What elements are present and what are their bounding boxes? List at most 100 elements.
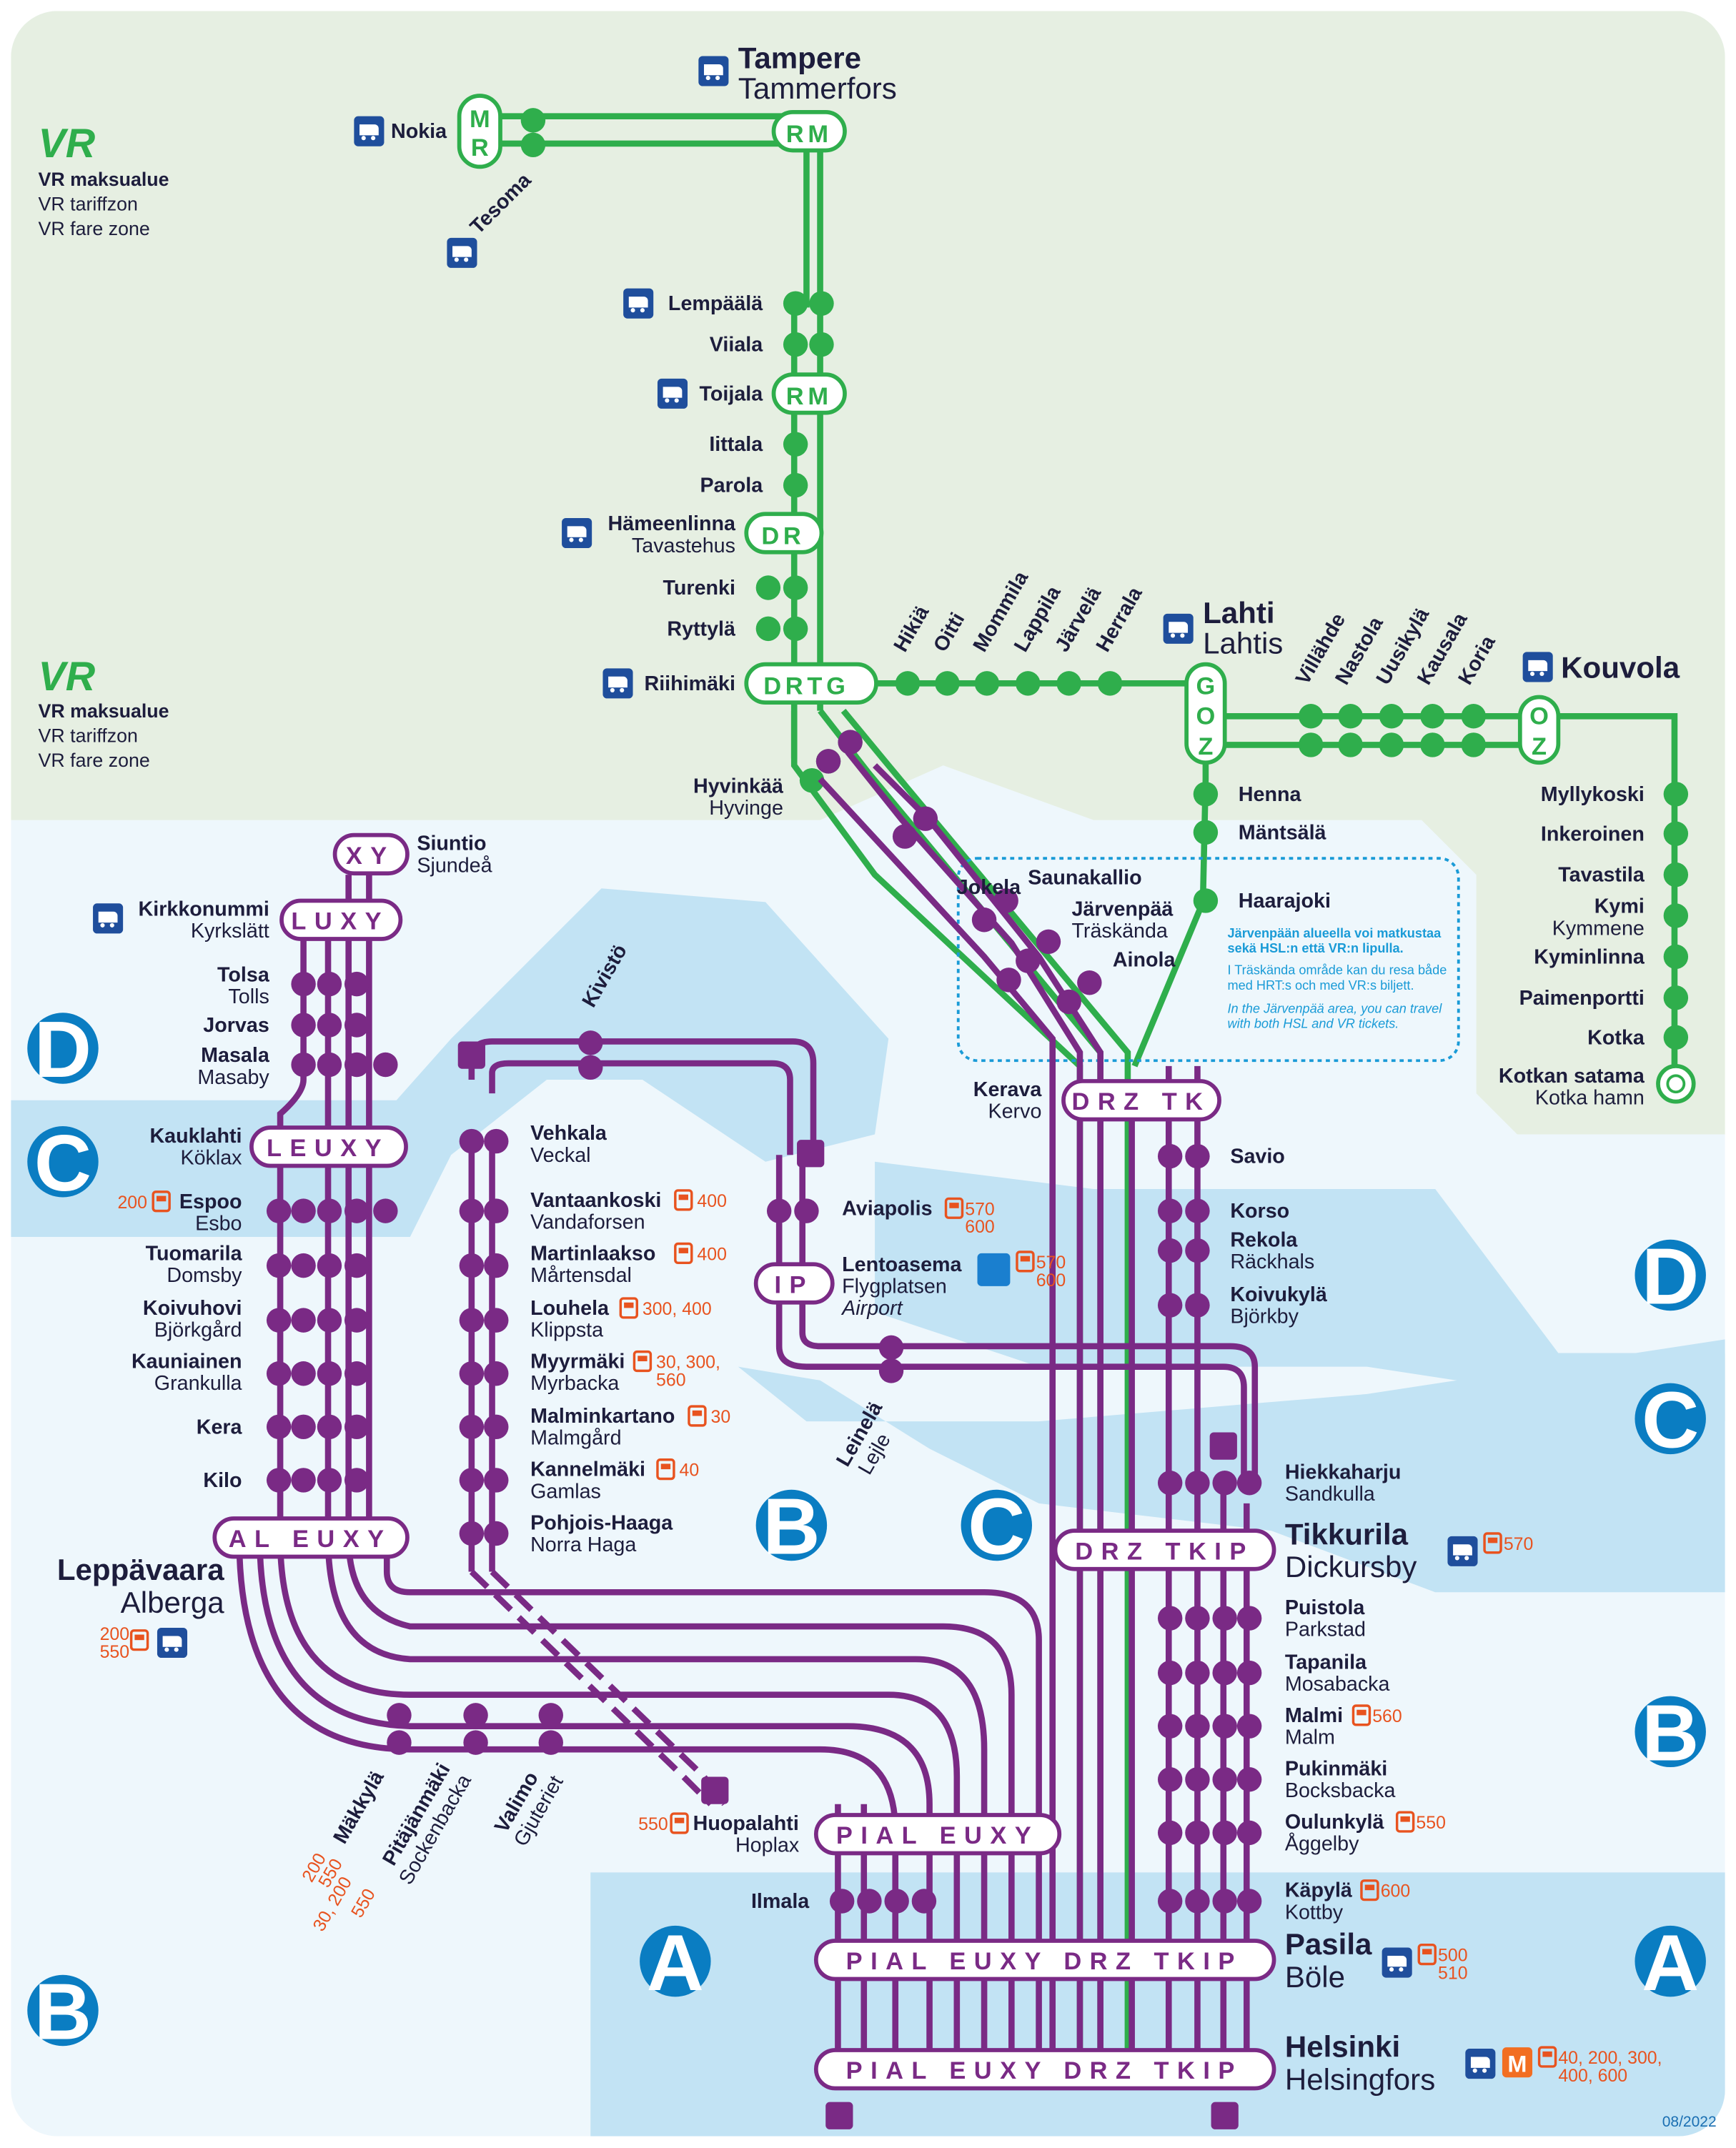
svg-text:LUXY: LUXY (291, 908, 390, 935)
svg-text:M: M (470, 106, 490, 133)
svg-text:D: D (1642, 1233, 1699, 1321)
svg-text:Rekola: Rekola (1230, 1228, 1298, 1251)
svg-text:Domsby: Domsby (167, 1264, 242, 1287)
svg-text:Lentoasema: Lentoasema (842, 1253, 962, 1276)
kotkan-satama-terminus (1656, 1064, 1696, 1104)
zone-b-marker (1635, 1696, 1706, 1768)
svg-text:LEUXY: LEUXY (267, 1135, 390, 1162)
train-icon (657, 378, 688, 409)
svg-text:200: 200 (117, 1193, 147, 1213)
svg-text:Pohjois-Haaga: Pohjois-Haaga (530, 1511, 673, 1534)
svg-text:600: 600 (1381, 1881, 1410, 1901)
svg-text:Riihimäki: Riihimäki (644, 672, 735, 695)
svg-text:DRZ TK: DRZ TK (1072, 1088, 1211, 1115)
airport-transfer-icons (457, 1041, 1239, 2129)
svg-text:Saunakallio: Saunakallio (1028, 867, 1141, 890)
svg-text:Vandaforsen: Vandaforsen (530, 1210, 645, 1233)
svg-text:VR maksualue: VR maksualue (39, 169, 169, 190)
svg-text:Malm: Malm (1285, 1726, 1335, 1749)
svg-text:600: 600 (1036, 1271, 1066, 1291)
svg-text:Masala: Masala (201, 1044, 270, 1067)
zone-a-marker (1635, 1925, 1706, 1997)
svg-text:Tolsa: Tolsa (217, 963, 270, 986)
svg-text:DR: DR (761, 522, 805, 550)
svg-text:IP: IP (774, 1271, 813, 1298)
svg-text:Kymmene: Kymmene (1552, 917, 1645, 940)
svg-text:Vantaankoski: Vantaankoski (530, 1189, 661, 1212)
zone-a-marker (640, 1925, 711, 1997)
svg-text:30: 30 (711, 1407, 731, 1427)
svg-text:Hyvinge: Hyvinge (709, 797, 783, 820)
svg-text:Helsinki: Helsinki (1285, 2030, 1400, 2064)
svg-text:Z: Z (1532, 733, 1547, 760)
vr-stations (457, 94, 1561, 765)
svg-text:Kera: Kera (197, 1416, 243, 1438)
svg-text:Räckhals: Räckhals (1230, 1250, 1314, 1273)
svg-text:VR tariffzon: VR tariffzon (39, 725, 138, 747)
svg-text:Björkby: Björkby (1230, 1305, 1299, 1328)
zone-c-marker (1635, 1383, 1706, 1455)
airport-train-icon (1209, 1432, 1237, 1460)
vr-legend: VR VR maksualue VR tariffzon VR fare zon… (39, 654, 169, 771)
svg-text:Nokia: Nokia (391, 120, 447, 143)
vr-logo: VR (39, 121, 96, 166)
metro-icon (1502, 2047, 1533, 2078)
svg-text:Alberga: Alberga (121, 1586, 225, 1619)
svg-text:Lahti: Lahti (1203, 596, 1274, 630)
svg-text:550: 550 (100, 1642, 129, 1662)
svg-text:O: O (1529, 703, 1549, 730)
svg-text:Leppävaara: Leppävaara (57, 1553, 224, 1586)
svg-text:PIAL EUXY: PIAL EUXY (836, 1822, 1039, 1849)
svg-text:550: 550 (638, 1814, 668, 1834)
zone-d-marker (1635, 1239, 1706, 1311)
airplane-icon (977, 1253, 1011, 1286)
svg-text:Tavastehus: Tavastehus (632, 534, 735, 557)
map-date: 08/2022 (1662, 2114, 1717, 2130)
svg-text:Veckal: Veckal (530, 1144, 590, 1167)
svg-text:AL EUXY: AL EUXY (229, 1526, 392, 1553)
svg-text:VR tariffzon: VR tariffzon (39, 194, 138, 215)
zone-c-marker (27, 1126, 99, 1198)
svg-text:Pasila: Pasila (1285, 1927, 1372, 1961)
svg-text:C: C (34, 1119, 91, 1208)
svg-text:Kymi: Kymi (1594, 895, 1645, 918)
svg-text:510: 510 (1438, 1964, 1467, 1984)
svg-text:Z: Z (1198, 733, 1213, 760)
svg-text:Myrbacka: Myrbacka (530, 1372, 619, 1395)
svg-text:200: 200 (100, 1624, 129, 1644)
svg-text:Tampere: Tampere (738, 41, 861, 75)
svg-text:DRZ TKIP: DRZ TKIP (1075, 1538, 1254, 1565)
svg-text:Tuomarila: Tuomarila (146, 1242, 243, 1265)
svg-text:Flygplatsen: Flygplatsen (842, 1275, 947, 1298)
train-icon (1163, 613, 1194, 644)
svg-text:A: A (1642, 1919, 1699, 2007)
svg-text:Kannelmäki: Kannelmäki (530, 1458, 645, 1481)
svg-text:RM: RM (786, 383, 833, 410)
svg-text:570: 570 (965, 1199, 994, 1219)
jarvenpaa-shared-area (956, 857, 1460, 1063)
svg-text:Iittala: Iittala (709, 433, 763, 456)
svg-text:Kotka: Kotka (1587, 1026, 1645, 1049)
svg-text:Haarajoki: Haarajoki (1239, 890, 1331, 913)
svg-text:C: C (1642, 1376, 1699, 1465)
svg-text:Myllykoski: Myllykoski (1541, 783, 1645, 806)
svg-text:Kotkan satama: Kotkan satama (1499, 1065, 1645, 1088)
svg-text:400: 400 (697, 1191, 726, 1211)
svg-text:Kilo: Kilo (203, 1469, 242, 1492)
svg-text:VR fare zone: VR fare zone (39, 750, 150, 771)
svg-text:40: 40 (680, 1461, 700, 1481)
jarvenpaa-note: Järvenpään alueella voi matkustaa sekä H… (1228, 926, 1447, 1030)
svg-text:Airport: Airport (840, 1297, 903, 1320)
vr-station-codes: M R RM RM DR DRTG G O Z O Z (470, 106, 1549, 760)
svg-text:I Träskända område kan du resa: I Träskända område kan du resa både (1228, 963, 1447, 978)
svg-text:Inkeroinen: Inkeroinen (1541, 822, 1645, 845)
svg-text:Martinlaakso: Martinlaakso (530, 1242, 655, 1265)
svg-text:with both HSL and VR tickets.: with both HSL and VR tickets. (1228, 1016, 1399, 1030)
hsl-station-codes: XY LUXY LEUXY AL EUXY DRZ TK DRZ TKIP IP… (229, 842, 1254, 2084)
train-icon (623, 288, 654, 319)
svg-text:Dickursby: Dickursby (1285, 1550, 1417, 1583)
svg-text:570: 570 (1504, 1534, 1533, 1554)
train-icon (698, 56, 729, 86)
svg-text:R: R (471, 134, 489, 161)
